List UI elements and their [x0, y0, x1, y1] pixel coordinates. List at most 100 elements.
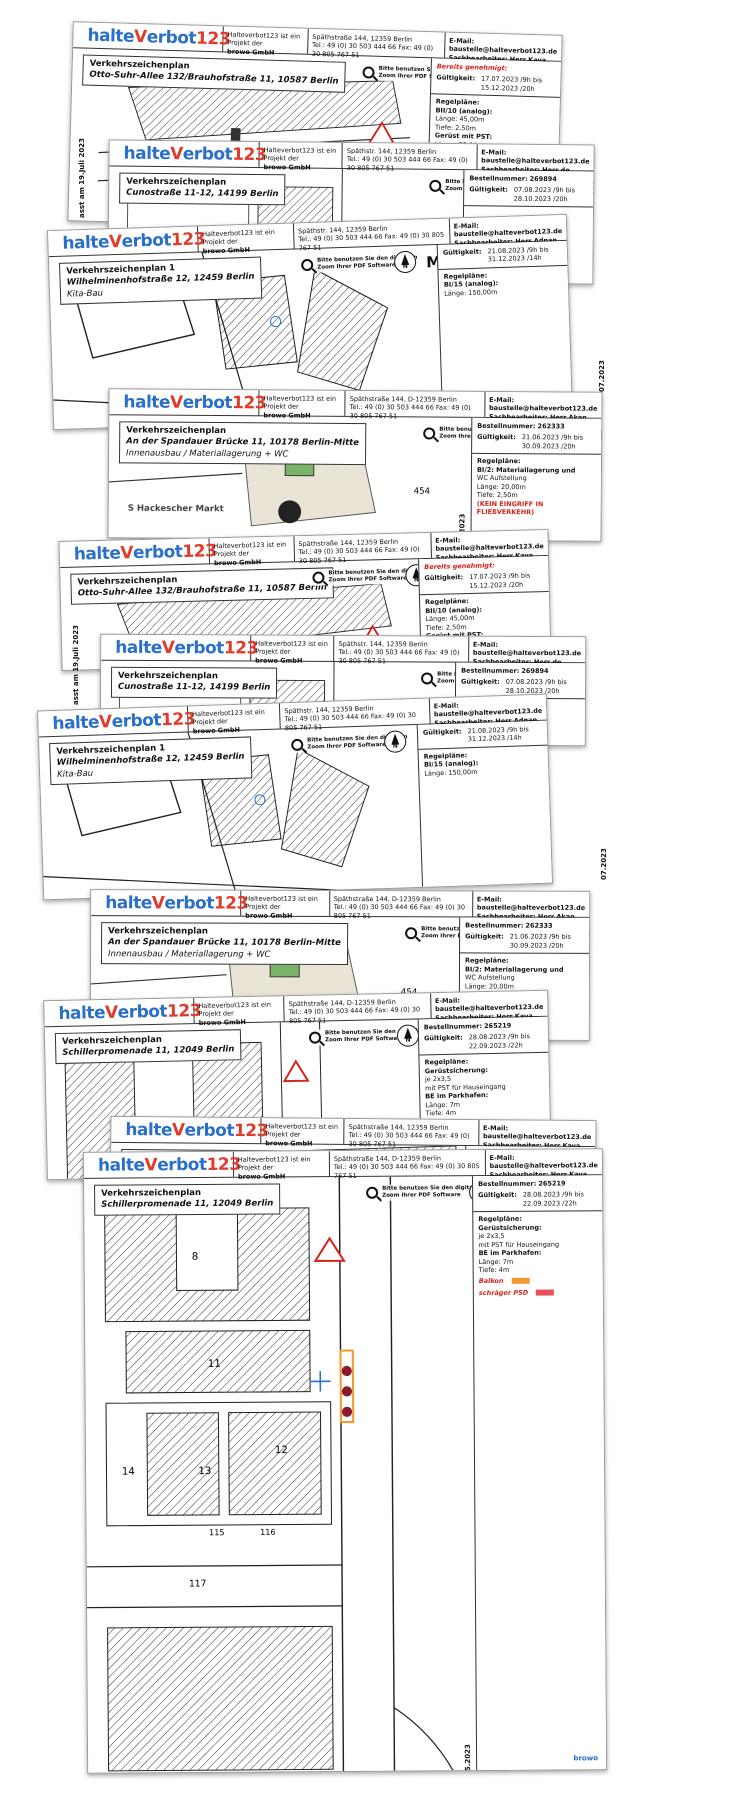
- lot-number: 14: [122, 1467, 135, 1478]
- magnifier-icon: [308, 1031, 322, 1044]
- contact-info: E-Mail: baustelle@halteverbot123.de Sach…: [488, 395, 598, 422]
- magnifier-icon: [423, 427, 436, 440]
- contact-info: E-Mail: baustelle@halteverbot123.de Sach…: [453, 221, 563, 256]
- regulation-plans: Regelpläne:: [469, 210, 588, 211]
- project-info: Halteverbot123 ist ein Projekt der browo…: [241, 890, 330, 920]
- map-legend: Balkon schräger PSD: [479, 1277, 598, 1298]
- lot-number: 11: [208, 1359, 221, 1370]
- company-address: Späthstr. 144, 12359 Berlin Tel.: 49 (0)…: [342, 142, 478, 172]
- lot-number: 8: [192, 1252, 199, 1263]
- contact-info: E-Mail: baustelle@halteverbot123.de Sach…: [481, 148, 590, 182]
- plan-details-panel: Bestellnummer: 262333 Gültigkeit: 21.06.…: [470, 417, 602, 541]
- company-address: Späthstraße 144, 12359 Berlin Tel.: 49 (…: [294, 532, 432, 565]
- company-address: Späthstraße 144, D-12359 Berlin Tel.: 49…: [329, 890, 473, 920]
- regulation-plans: Regelpläne: BI/15 (analog): Länge: 150,0…: [424, 749, 544, 778]
- magnifier-icon: [301, 258, 314, 272]
- company-address: Späthstr. 144, 12359 Berlin Tel.: 49 (0)…: [334, 635, 469, 665]
- order-number: Bestellnummer: 265219: [423, 1021, 512, 1032]
- contact-info: E-Mail: baustelle@halteverbot123.de Sach…: [433, 701, 543, 736]
- lot-number: 116: [260, 1527, 276, 1537]
- plan-title-box: Verkehrszeichenplan An der Spandauer Brü…: [119, 421, 367, 466]
- plan-details-panel: Bestellnummer: 265219 Gültigkeit: 28.08.…: [472, 1175, 607, 1771]
- order-number: Bestellnummer: 262333: [477, 421, 565, 431]
- company-address: Späthstraße 144, D-12359 Berlin Tel.: 49…: [329, 1150, 486, 1180]
- plan-title-box: Verkehrszeichenplan An der Spandauer Brü…: [101, 922, 349, 966]
- regulation-plans: Regelpläne: BI/15 (analog): Länge: 150,0…: [444, 269, 564, 298]
- lot-number: 13: [198, 1466, 211, 1477]
- company-address: Späthstraße 144, D-12359 Berlin Tel.: 49…: [284, 993, 432, 1025]
- traffic-plan-sheet-11: 8 11 12 13 14 117 116 115 12 halteVerbot…: [82, 1148, 608, 1774]
- order-number: Bestellnummer: 269894: [461, 666, 549, 676]
- project-info: Halteverbot123 ist ein Projekt der browo…: [251, 635, 335, 665]
- company-address: Späthstraße 144, D-12359 Berlin Tel.: 49…: [345, 390, 486, 420]
- plan-title-box: Verkehrszeichenplan 1 Wilhelminenhofstra…: [49, 736, 253, 786]
- project-info: Halteverbot123 ist ein Projekt der browo…: [197, 223, 295, 255]
- contact-info: E-Mail: baustelle@halteverbot123.de Sach…: [448, 36, 558, 65]
- project-info: Halteverbot123 ist ein Projekt der browo…: [187, 703, 281, 735]
- magnifier-icon: [366, 1186, 379, 1199]
- plan-title-box: Verkehrszeichenplan Otto-Suhr-Allee 132/…: [70, 567, 335, 605]
- lot-number: 117: [189, 1578, 207, 1589]
- magnifier-icon: [291, 738, 304, 751]
- balkon-swatch: [511, 1278, 530, 1285]
- map-legend: [469, 210, 588, 211]
- project-info: Halteverbot123 ist ein Projekt der browo…: [233, 1151, 330, 1181]
- contact-info: E-Mail: baustelle@halteverbot123.de Sach…: [482, 1124, 592, 1150]
- company-address: Späthstraße 144, 12359 Berlin Tel.: 49 (…: [344, 1118, 480, 1148]
- plan-details-panel: Bestellnummer: Gültigkeit: 21.08.2023 /9…: [416, 720, 552, 887]
- magnifier-icon: [421, 672, 434, 685]
- project-info: Halteverbot123 ist ein Projekt der browo…: [194, 996, 286, 1027]
- company-address: Späthstr. 144, 12359 Berlin Tel.: 49 (0)…: [293, 218, 451, 252]
- browo-logo: browo: [573, 1754, 599, 1763]
- lot-number: 12: [275, 1445, 288, 1456]
- plan-extra-item: Tiefe: 4m: [478, 1265, 510, 1274]
- contact-info: E-Mail: baustelle@halteverbot123.de Sach…: [434, 996, 544, 1022]
- plan-title-box: Verkehrszeichenplan Cunostraße 11-12, 14…: [119, 172, 286, 206]
- legend-schraeger-psd: schräger PSD: [478, 1288, 529, 1297]
- map-legend: [425, 777, 544, 781]
- legend-balkon: Balkon: [478, 1277, 504, 1286]
- lot-number: 115: [209, 1527, 225, 1537]
- plan-title-box: Verkehrszeichenplan Schillerpromenade 11…: [94, 1183, 281, 1216]
- company-address: Späthstraße 144, 12359 Berlin Tel.: 49 (…: [307, 28, 446, 59]
- contact-info: E-Mail: baustelle@halteverbot123.de Sach…: [476, 895, 586, 921]
- contact-info: E-Mail: baustelle@halteverbot123.de Sach…: [472, 640, 582, 674]
- magnifier-icon: [362, 66, 375, 79]
- psd-swatch: [536, 1289, 555, 1296]
- edge-date-stamp: asst am 19.Juli 2023: [78, 137, 86, 218]
- magnifier-icon: [405, 927, 418, 940]
- order-number: Bestellnummer: 265219: [478, 1179, 566, 1189]
- edge-date-stamp: 07.2023: [600, 848, 608, 880]
- street-label: S Hackescher Markt: [128, 504, 224, 515]
- map-legend: [477, 519, 596, 520]
- plan-title-box: Verkehrszeichenplan Schillerpromenade 11…: [54, 1029, 242, 1065]
